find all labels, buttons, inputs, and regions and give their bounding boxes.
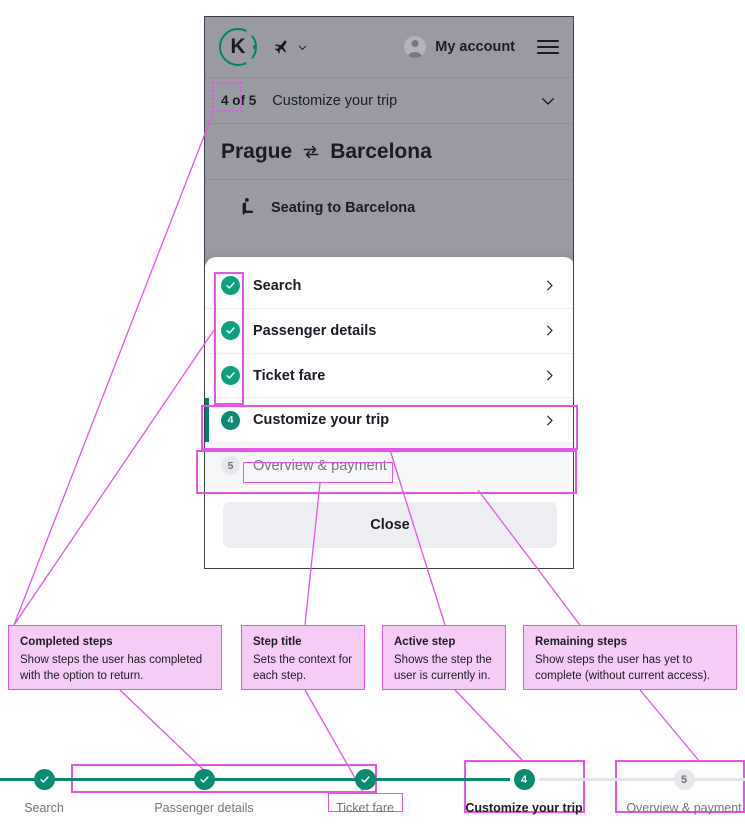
annotation-body: Show steps the user has completed with t… xyxy=(20,653,203,683)
my-account-label[interactable]: My account xyxy=(435,39,515,55)
stepper-node-ticket-fare[interactable]: Ticket fare xyxy=(280,762,450,815)
stepper-node-label: Passenger details xyxy=(154,801,254,815)
annotation-body: Sets the context for each step. xyxy=(253,653,353,683)
seating-row[interactable]: Seating to Barcelona xyxy=(205,180,573,236)
step-check-badge xyxy=(221,321,240,341)
step-counter-total: of 5 xyxy=(228,93,257,108)
hamburger-line xyxy=(537,46,559,48)
step-counter-current: 4 xyxy=(221,93,229,108)
hamburger-line xyxy=(537,40,559,42)
app-header: K My account xyxy=(205,17,573,78)
app-mock-frame: K My account 4 of 5 Customize your trip xyxy=(204,16,574,569)
sheet-step-label: Passenger details xyxy=(253,322,377,339)
annotation-title: Remaining steps xyxy=(535,636,628,648)
logo-dot-icon xyxy=(252,45,256,49)
chevron-down-icon xyxy=(298,45,307,50)
annotation-remaining-steps: Remaining steps Show steps the user has … xyxy=(523,625,737,690)
step-check-badge xyxy=(221,276,240,296)
annotation-title: Step title xyxy=(253,636,302,648)
progress-stepper: Search Passenger details Ticket fare 4 C… xyxy=(0,762,745,837)
stepper-node-label: Overview & payment xyxy=(626,801,742,815)
avatar-icon xyxy=(404,36,427,58)
step-number-badge: 4 xyxy=(221,410,240,430)
stepper-number-badge: 5 xyxy=(673,769,695,790)
chevron-right-icon[interactable] xyxy=(542,368,557,383)
check-icon xyxy=(199,776,209,783)
stepper-node-label: Customize your trip xyxy=(465,801,583,815)
check-icon xyxy=(226,372,235,379)
sheet-step-label: Customize your trip xyxy=(253,412,390,429)
steps-bottom-sheet: Search Passenger details xyxy=(205,257,573,568)
stepper-node-passenger-details[interactable]: Passenger details xyxy=(119,762,289,815)
annotation-body: Shows the step the user is currently in. xyxy=(394,653,492,683)
sheet-step-search[interactable]: Search xyxy=(205,264,573,309)
annotation-completed-steps: Completed steps Show steps the user has … xyxy=(8,625,222,690)
annotation-active-step: Active step Shows the step the user is c… xyxy=(382,625,506,690)
sheet-step-label: Ticket fare xyxy=(253,367,326,384)
seating-label: Seating to Barcelona xyxy=(271,200,416,216)
annotation-body: Show steps the user has yet to complete … xyxy=(535,653,711,683)
sheet-footer: Close xyxy=(205,488,573,568)
annotation-step-title: Step title Sets the context for each ste… xyxy=(241,625,365,690)
stepper-track-completed xyxy=(0,778,524,781)
hamburger-menu-icon[interactable] xyxy=(537,40,559,54)
step-summary-title: Customize your trip xyxy=(272,92,398,109)
step-summary-bar[interactable]: 4 of 5 Customize your trip xyxy=(205,78,573,124)
logo-ring-icon xyxy=(219,28,257,66)
route-destination: Barcelona xyxy=(330,139,432,163)
stepper-check-badge xyxy=(193,769,215,790)
check-icon xyxy=(226,282,235,290)
logo-letter: K xyxy=(230,35,246,58)
plane-icon xyxy=(274,40,287,53)
stepper-node-overview-payment: 5 Overview & payment xyxy=(599,762,745,815)
stepper-number-badge: 4 xyxy=(513,769,535,790)
transport-mode-selector[interactable] xyxy=(273,38,308,57)
hamburger-line xyxy=(537,52,559,54)
step-number-badge: 5 xyxy=(221,456,240,476)
chevron-down-icon[interactable] xyxy=(539,92,557,110)
sheet-step-passenger-details[interactable]: Passenger details xyxy=(205,308,573,354)
chevron-right-icon[interactable] xyxy=(542,323,557,338)
stepper-node-label: Ticket fare xyxy=(336,801,394,815)
route-title: Prague Barcelona xyxy=(221,140,432,164)
close-button[interactable]: Close xyxy=(223,502,557,548)
route-bar: Prague Barcelona xyxy=(205,124,573,180)
chevron-right-icon[interactable] xyxy=(542,278,557,293)
sheet-step-customize-your-trip[interactable]: 4 Customize your trip xyxy=(205,398,573,444)
check-icon xyxy=(226,327,235,334)
stepper-check-badge xyxy=(33,769,55,790)
stepper-node-label: Search xyxy=(24,801,64,815)
chevron-right-icon[interactable] xyxy=(542,413,557,428)
seated-person-icon xyxy=(242,198,254,215)
annotation-title: Active step xyxy=(394,636,456,648)
sheet-step-overview-payment: 5 Overview & payment xyxy=(205,443,573,488)
check-icon xyxy=(360,776,370,783)
sheet-step-label: Search xyxy=(253,277,302,294)
step-check-badge xyxy=(221,366,240,385)
step-counter: 4 of 5 xyxy=(221,93,256,108)
stepper-node-search[interactable]: Search xyxy=(0,762,129,815)
route-origin: Prague xyxy=(221,139,293,163)
sheet-step-label: Overview & payment xyxy=(253,457,387,474)
annotation-title: Completed steps xyxy=(20,636,113,648)
check-icon xyxy=(39,776,49,783)
stepper-check-badge xyxy=(354,769,376,790)
swap-arrows-icon xyxy=(303,145,319,158)
stepper-node-customize-your-trip[interactable]: 4 Customize your trip xyxy=(439,762,609,815)
sheet-step-ticket-fare[interactable]: Ticket fare xyxy=(205,353,573,399)
kiwi-logo[interactable]: K xyxy=(219,28,257,66)
